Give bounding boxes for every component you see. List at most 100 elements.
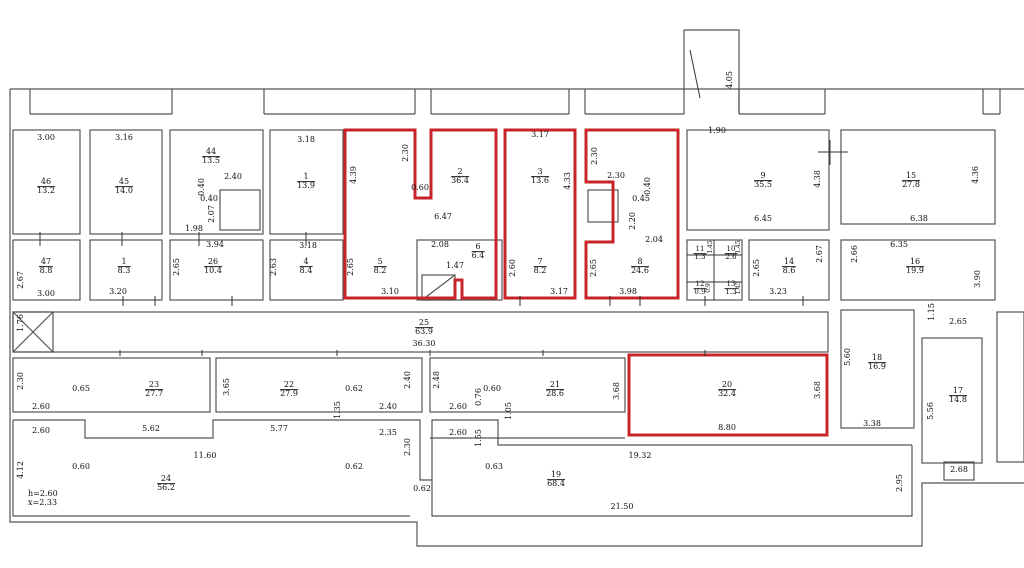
dim: 6.38 (910, 214, 928, 223)
dim: 36.30 (412, 339, 436, 348)
dim: 0.76 (474, 388, 483, 406)
dim: 5.56 (926, 402, 935, 420)
dim: 4.12 (16, 461, 25, 479)
dim: 2.30 (401, 144, 410, 162)
dim: 3.17 (550, 287, 568, 296)
dim: 2.60 (449, 428, 467, 437)
dim: 2.30 (590, 147, 599, 165)
dim: 4.39 (349, 166, 358, 184)
dim: 6.35 (890, 240, 908, 249)
dim: 5.77 (270, 424, 288, 433)
dim: 2.40 (224, 172, 242, 181)
dim: 2.40 (403, 371, 412, 389)
dim: 2.60 (32, 402, 50, 411)
dim: 1.98 (185, 224, 203, 233)
dim: 3.94 (206, 240, 224, 249)
x-value: x=2.33 (28, 497, 58, 507)
dim: 0.60 (72, 462, 90, 471)
dim: 0.62 (345, 462, 363, 471)
dim: 2.67 (815, 245, 824, 263)
dim: 2.65 (589, 259, 598, 277)
dim: 1.55 (474, 429, 483, 447)
dim: 2.66 (850, 245, 859, 263)
dim: 1.76 (16, 314, 25, 332)
dim: 6.47 (434, 212, 452, 221)
dim: 4.05 (725, 71, 734, 89)
dim: 0.60 (411, 183, 429, 192)
dim: 11.60 (193, 451, 217, 460)
dim: 2.35 (379, 428, 397, 437)
dim: 2.60 (449, 402, 467, 411)
dim: 2.63 (269, 258, 278, 276)
dim: 0.63 (485, 462, 503, 471)
dim: 0.45 (632, 194, 650, 203)
dim: 0.65 (72, 384, 90, 393)
dim: 2.65 (346, 258, 355, 276)
dim: 4.33 (563, 172, 572, 190)
dim: 3.17 (531, 130, 549, 139)
dim: 2.40 (379, 402, 397, 411)
dim: 0.62 (345, 384, 363, 393)
dim: 1.15 (927, 303, 936, 321)
dim: 3.23 (769, 287, 787, 296)
dim: 2.20 (628, 212, 637, 230)
dim: 3.68 (612, 382, 621, 400)
dim: 0.62 (413, 484, 431, 493)
dim: 6.45 (754, 214, 772, 223)
dim: 3.98 (619, 287, 637, 296)
dim: 0.9 (705, 283, 712, 293)
dim: 2.30 (16, 372, 25, 390)
height-note: h=2.60 x=2.33 (28, 489, 58, 508)
dim: 0.60 (483, 384, 501, 393)
dim: 3.68 (813, 381, 822, 399)
dim: 2.30 (403, 438, 412, 456)
dim: 21.50 (610, 502, 634, 511)
dim: 2.65 (172, 258, 181, 276)
dim: 2.08 (431, 240, 449, 249)
walls (9, 29, 1024, 547)
dim: 1.47 (446, 261, 464, 270)
dim: 0.40 (643, 177, 652, 195)
dim: 3.00 (37, 289, 55, 298)
dim: 1.45 (707, 240, 714, 254)
dim: 8.80 (718, 423, 736, 432)
dim: 2.95 (895, 474, 904, 492)
highlighted-rooms (343, 128, 829, 437)
dim: 2.30 (607, 171, 625, 180)
dim: 2.68 (950, 465, 968, 474)
dim: 3.10 (381, 287, 399, 296)
door-ticks (39, 49, 848, 356)
dim: 0.40 (200, 194, 218, 203)
dim: 4.36 (971, 166, 980, 184)
dim: 1.45 (735, 281, 742, 295)
